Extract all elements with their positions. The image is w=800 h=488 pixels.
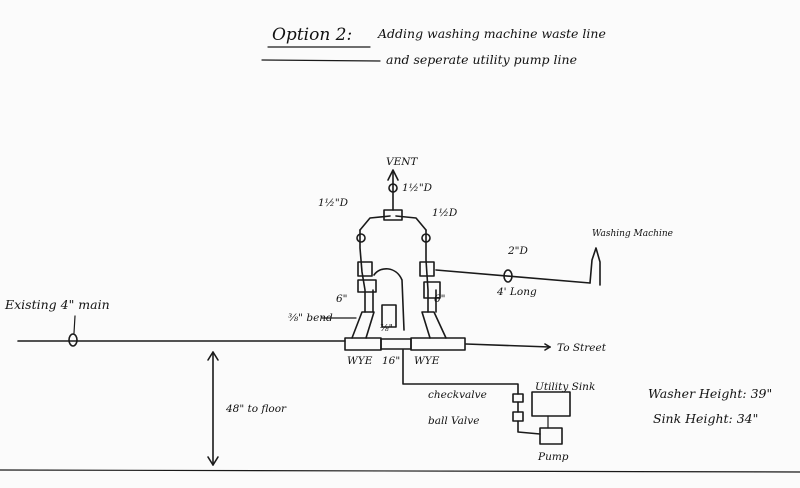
washer-pipe-length-label: 4' Long: [496, 286, 537, 298]
washing-machine-label: Washing Machine: [592, 229, 673, 239]
vent-diameter-marker: [388, 183, 398, 193]
pump-line: checkvalve ball Valve Utility Sink Pump: [402, 349, 595, 463]
right-trap-fitting: [419, 261, 435, 277]
to-street-label: To Street: [557, 342, 607, 354]
washer-pipe-marker: [503, 269, 513, 283]
right-vent-branch: [395, 215, 427, 231]
to-floor-label: 48" to floor: [225, 403, 287, 415]
height-dimension: 48" to floor: [207, 351, 287, 466]
existing-main-label: Existing 4" main: [4, 297, 110, 312]
title-line-2-underline: [261, 59, 381, 62]
left-six-inch-label: 6": [336, 293, 348, 305]
left-wye-branch: [351, 311, 375, 339]
pump-label: Pump: [537, 451, 569, 463]
right-six-inch-fitting: [423, 281, 441, 299]
title-block: Option 2: Adding washing machine waste l…: [261, 25, 606, 67]
pump-feed-pipe: [517, 420, 541, 435]
sink-height-label: Sink Height: 34": [653, 411, 758, 426]
gap-label: 16": [382, 355, 400, 367]
title-line-1: Adding washing machine waste line: [377, 26, 606, 41]
bend-label: ⅜" bend: [288, 312, 333, 324]
street-arrow-head-a: [544, 343, 551, 348]
main-pipe-marker: [68, 333, 78, 347]
washer-height-label: Washer Height: 39": [648, 386, 772, 401]
floor-line: [0, 469, 800, 473]
check-valve: [512, 393, 524, 403]
left-vent-branch: [359, 215, 391, 231]
washer-line: 2"D 4' Long Washing Machine: [435, 229, 673, 298]
washer-pipe-diameter-label: 2"D: [507, 245, 529, 257]
main-line: Existing 4" main To Street: [4, 297, 607, 354]
height-arrow-bottom: [207, 456, 219, 466]
ball-valve: [512, 411, 524, 422]
center-fraction-label: ⅜": [380, 324, 393, 334]
left-wye-label: WYE: [347, 355, 373, 367]
pump-body: [539, 427, 563, 445]
pump-discharge-pipe: [402, 349, 519, 395]
right-riser-pipe: [425, 229, 429, 313]
right-wye-label: WYE: [414, 355, 440, 367]
vent-tee: [383, 209, 403, 221]
right-wye-body: [410, 337, 466, 351]
washer-pipe: [435, 269, 591, 284]
right-riser: 1½D 6": [395, 207, 458, 313]
utility-sink-label: Utility Sink: [535, 381, 595, 393]
utility-sink-body: [531, 391, 571, 417]
center-loop-pipe: [373, 268, 405, 331]
center-valve: [381, 304, 397, 328]
center-loop: ⅜": [373, 268, 405, 334]
center-coupling: [380, 338, 412, 350]
vent-arrow: [387, 169, 399, 181]
option-label: Option 2:: [272, 25, 352, 45]
left-diameter-marker: [356, 233, 366, 243]
right-diameter-marker: [421, 233, 431, 243]
ball-valve-label: ball Valve: [428, 415, 479, 427]
left-diameter-label: 1½"D: [318, 197, 349, 209]
check-valve-label: checkvalve: [428, 389, 487, 401]
vent-diameter-label: 1½"D: [402, 182, 433, 194]
right-six-inch-label: 6": [434, 293, 446, 305]
right-wye-branch: [421, 311, 447, 339]
street-arrow-head-b: [544, 346, 551, 351]
left-wye-body: [344, 337, 382, 351]
pipe-to-street: [465, 343, 551, 348]
height-arrow-top: [207, 351, 219, 361]
wye-fittings: WYE 16" WYE: [344, 311, 466, 367]
existing-main-leader: [73, 315, 76, 334]
title-line-2: and seperate utility pump line: [386, 52, 577, 67]
washer-standpipe: [589, 247, 601, 286]
left-trap-fitting: [357, 261, 373, 277]
left-riser: 1½"D 6" ⅜" bend: [288, 197, 391, 324]
left-six-inch-fitting: [357, 279, 377, 293]
vent-label: VENT: [386, 156, 418, 168]
height-notes: Washer Height: 39" Sink Height: 34": [648, 386, 772, 426]
vent: VENT 1½"D: [383, 156, 433, 221]
right-diameter-label: 1½D: [432, 207, 458, 219]
